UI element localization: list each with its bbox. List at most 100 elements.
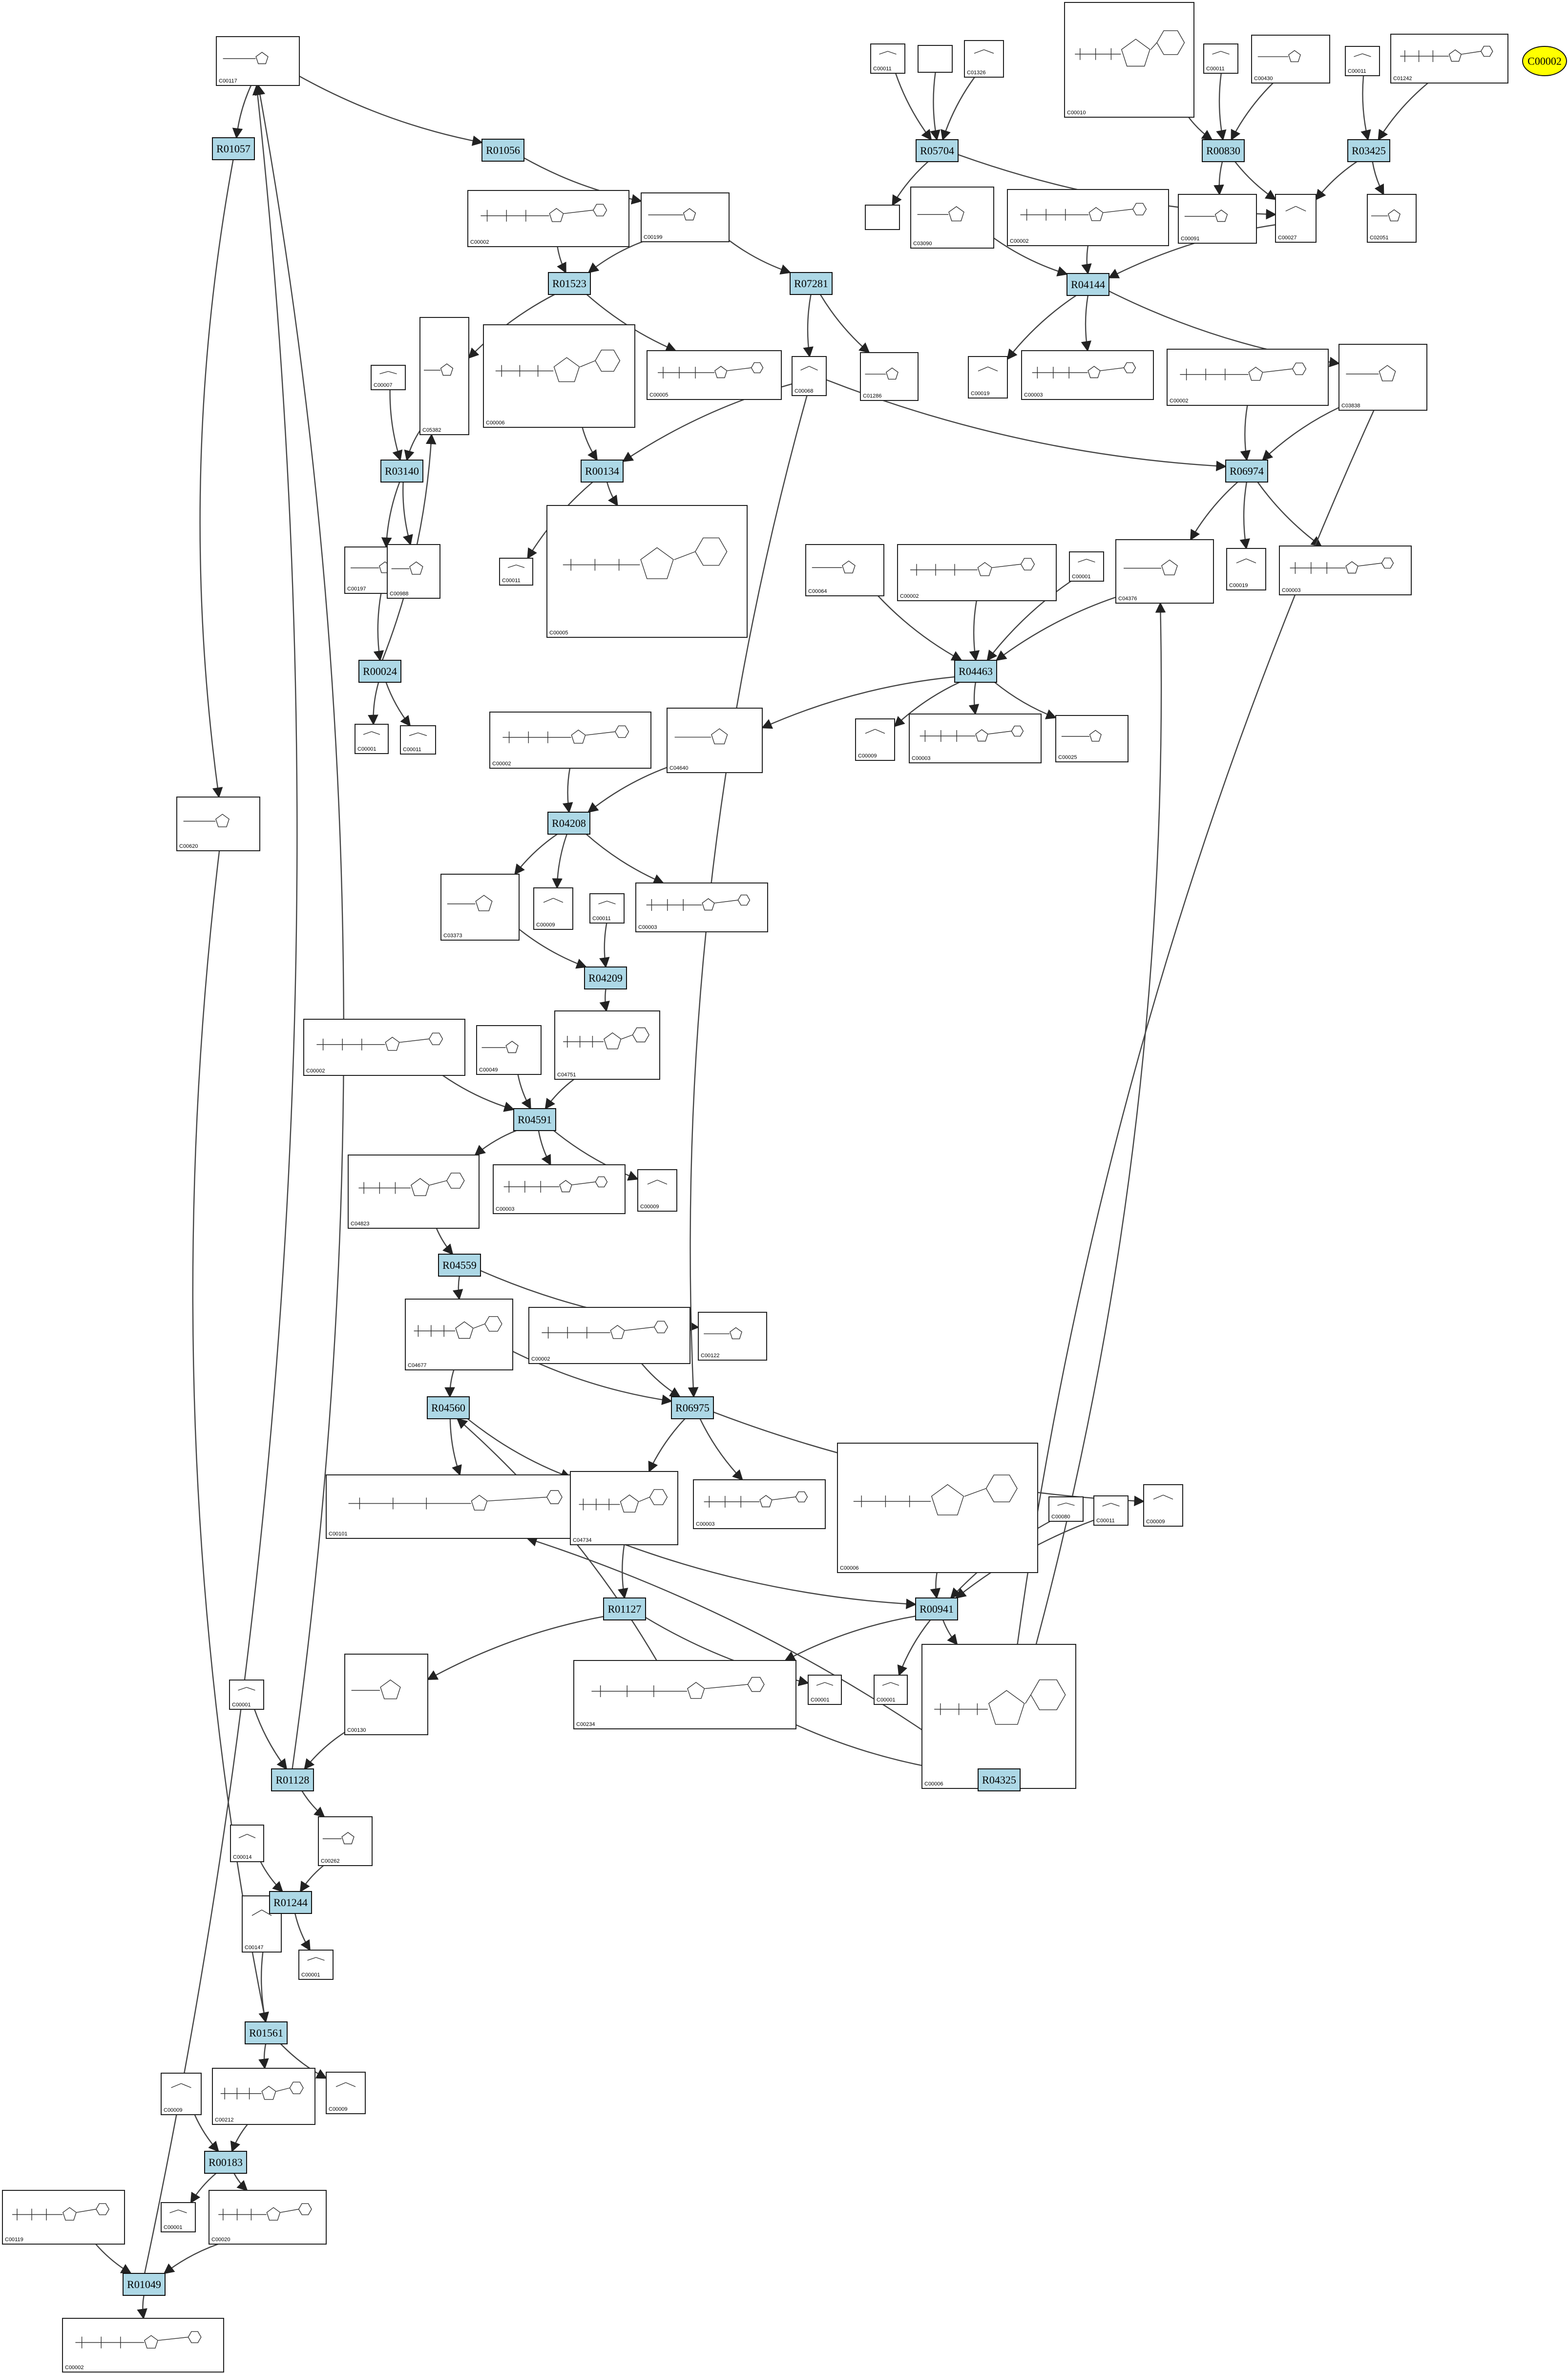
compound-node[interactable]: C00006 <box>483 324 635 428</box>
compound-node[interactable]: C00019 <box>968 356 1008 399</box>
reaction-node[interactable]: R05704 <box>916 139 959 162</box>
compound-node[interactable]: C00011 <box>1345 46 1380 76</box>
compound-node[interactable]: C00011 <box>1203 43 1238 74</box>
compound-node[interactable]: C00122 <box>698 1312 767 1361</box>
compound-node[interactable]: C00101 <box>326 1474 605 1539</box>
reaction-node[interactable]: R03425 <box>1347 139 1390 162</box>
compound-node[interactable]: C00027 <box>1275 194 1317 243</box>
compound-node[interactable]: C00001 <box>874 1675 908 1705</box>
compound-node[interactable]: C00007 <box>371 365 406 390</box>
reaction-node[interactable]: R04325 <box>978 1768 1021 1791</box>
compound-node[interactable]: C00003 <box>1021 350 1154 400</box>
reaction-node[interactable]: R00134 <box>581 460 624 483</box>
reaction-node[interactable]: R01561 <box>245 2021 288 2044</box>
compound-node[interactable]: C00009 <box>533 887 573 930</box>
reaction-node[interactable]: R00024 <box>358 660 401 683</box>
compound-node[interactable]: C00001 <box>161 2202 196 2232</box>
reaction-node[interactable]: R01127 <box>603 1597 646 1620</box>
reaction-node[interactable]: R01049 <box>123 2273 166 2296</box>
compound-node[interactable]: C00005 <box>647 350 782 400</box>
compound-node[interactable]: C00003 <box>1279 546 1412 595</box>
compound-node[interactable]: C00014 <box>230 1825 264 1862</box>
compound-node[interactable]: C00010 <box>1064 2 1194 118</box>
compound-node[interactable]: C05382 <box>419 317 469 435</box>
compound-node[interactable]: C01242 <box>1390 34 1508 84</box>
compound-node[interactable]: C00001 <box>298 1950 334 1980</box>
compound-node[interactable]: C00199 <box>641 192 730 242</box>
compound-node[interactable]: C00009 <box>637 1169 677 1212</box>
compound-node[interactable]: C00003 <box>493 1164 626 1214</box>
reaction-node[interactable]: R04209 <box>584 966 627 989</box>
reaction-node[interactable]: R04208 <box>547 812 590 835</box>
compound-node[interactable]: C00091 <box>1178 194 1257 244</box>
compound-node[interactable]: C00009 <box>161 2073 202 2115</box>
compound-node[interactable]: C00001 <box>1069 551 1104 582</box>
compound-node[interactable]: C03090 <box>910 187 994 249</box>
reaction-node[interactable]: R06974 <box>1225 460 1268 483</box>
compound-node[interactable]: C04823 <box>348 1155 480 1229</box>
reaction-node[interactable]: R00830 <box>1202 139 1245 162</box>
compound-node[interactable]: C00212 <box>212 2068 315 2125</box>
compound-node[interactable]: C04751 <box>554 1010 660 1080</box>
compound-node[interactable]: C00002 <box>528 1307 690 1364</box>
compound-node[interactable]: C00002 <box>303 1019 465 1076</box>
reaction-node[interactable]: R01128 <box>271 1768 314 1791</box>
compound-node[interactable]: C00001 <box>355 724 389 754</box>
compound-node[interactable]: C00002 <box>489 712 651 769</box>
compound-node[interactable]: C00234 <box>573 1660 796 1729</box>
compound-node[interactable]: C00006 <box>837 1443 1038 1573</box>
compound-node[interactable]: C00005 <box>546 505 748 638</box>
reaction-node[interactable]: R01056 <box>481 139 524 162</box>
compound-node[interactable]: C00002 <box>467 190 629 247</box>
compound-node[interactable]: C01326 <box>964 40 1004 78</box>
reaction-node[interactable]: R00183 <box>204 2151 247 2174</box>
compound-node[interactable]: C00025 <box>1055 715 1129 762</box>
compound-node[interactable]: C02051 <box>1367 194 1417 243</box>
reaction-node[interactable]: R01523 <box>548 272 591 295</box>
reaction-node[interactable]: R04591 <box>513 1108 556 1131</box>
compound-node[interactable]: C00068 <box>792 356 827 396</box>
reaction-node[interactable]: R00941 <box>915 1597 958 1620</box>
compound-node[interactable]: C00006 <box>921 1644 1076 1789</box>
compound-node[interactable]: C00020 <box>209 2190 327 2245</box>
compound-node[interactable]: C00011 <box>1093 1495 1129 1526</box>
compound-node[interactable]: C00064 <box>805 544 884 596</box>
compound-node[interactable]: C00001 <box>808 1675 842 1705</box>
reaction-node[interactable]: R01057 <box>212 137 255 160</box>
compound-node[interactable]: C04677 <box>405 1299 513 1370</box>
reaction-node[interactable]: R04560 <box>427 1396 470 1419</box>
reaction-node[interactable]: R04559 <box>438 1254 481 1277</box>
compound-node[interactable]: C00011 <box>870 43 905 74</box>
reaction-node[interactable]: R01244 <box>269 1891 312 1914</box>
highlight-compound[interactable]: C00002 <box>1522 46 1567 76</box>
compound-node[interactable]: C04734 <box>570 1471 678 1545</box>
compound-node[interactable]: C00049 <box>476 1025 542 1075</box>
compound-node[interactable]: C01286 <box>860 352 919 401</box>
compound-node[interactable]: C00002 <box>1167 349 1329 406</box>
compound-node[interactable]: C00620 <box>176 797 260 851</box>
compound-node[interactable] <box>865 205 900 230</box>
compound-node[interactable]: C00011 <box>400 725 436 755</box>
compound-node[interactable]: C00988 <box>387 544 440 599</box>
compound-node[interactable]: C00009 <box>855 718 895 761</box>
compound-node[interactable]: C00003 <box>635 882 768 932</box>
compound-node[interactable] <box>918 45 953 73</box>
reaction-node[interactable]: R07281 <box>790 272 833 295</box>
compound-node[interactable]: C00009 <box>1143 1484 1183 1527</box>
compound-node[interactable]: C00001 <box>229 1680 264 1710</box>
reaction-node[interactable]: R06975 <box>671 1396 714 1419</box>
compound-node[interactable]: C03838 <box>1338 344 1427 411</box>
compound-node[interactable]: C00002 <box>62 2318 224 2373</box>
compound-node[interactable]: C00117 <box>216 36 300 86</box>
compound-node[interactable]: C00262 <box>318 1816 373 1866</box>
compound-node[interactable]: C00430 <box>1251 35 1330 84</box>
compound-node[interactable]: C00019 <box>1226 548 1266 590</box>
reaction-node[interactable]: R03140 <box>380 460 423 483</box>
reaction-node[interactable]: R04144 <box>1066 273 1109 296</box>
compound-node[interactable]: C04376 <box>1115 539 1214 604</box>
compound-node[interactable]: C00011 <box>499 558 533 586</box>
compound-node[interactable]: C00002 <box>1007 189 1169 246</box>
compound-node[interactable]: C00002 <box>897 544 1057 601</box>
reaction-node[interactable]: R04463 <box>954 660 997 683</box>
compound-node[interactable]: C00130 <box>344 1654 428 1735</box>
